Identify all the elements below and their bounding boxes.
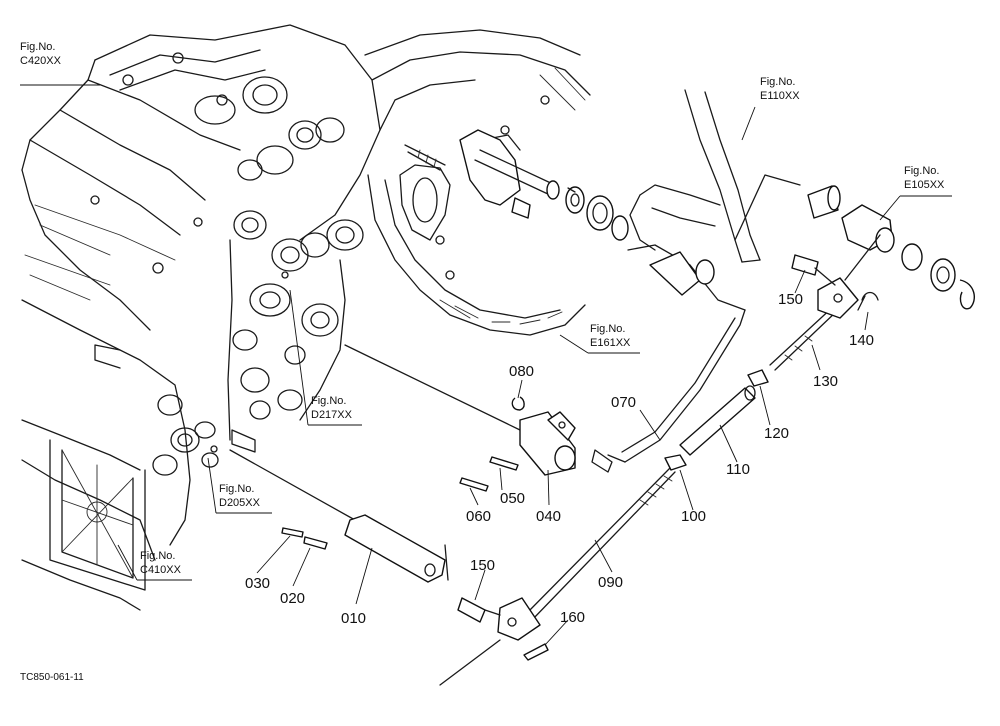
figure-reference-e105: Fig.No. E105XX (904, 165, 945, 191)
fig-ref-label: Fig.No. (219, 483, 254, 495)
flange-housing-art (364, 29, 591, 336)
leader-lines (20, 84, 952, 646)
shaft-assembly (404, 129, 629, 241)
fig-ref-label: Fig.No. (904, 165, 939, 177)
part-label-010: 010 (341, 610, 366, 627)
figure-reference-e110: Fig.No. E110XX (760, 76, 800, 102)
part-label-100: 100 (681, 508, 706, 525)
figure-reference-c420: Fig.No. C420XX (20, 41, 62, 67)
part-label-150-lower: 150 (470, 557, 495, 574)
part-040-lever (344, 344, 576, 492)
part-label-140: 140 (849, 332, 874, 349)
fig-ref-code: D217XX (311, 409, 353, 421)
pedal-frame-art (629, 89, 801, 263)
diagram-code: TC850-061-11 (20, 672, 84, 683)
part-070-bent-rod (591, 244, 746, 473)
fig-ref-label: Fig.No. (20, 41, 55, 53)
part-label-060: 060 (466, 508, 491, 525)
part-label-110: 110 (726, 461, 750, 478)
part-label-030: 030 (245, 575, 270, 592)
fig-ref-code: C420XX (20, 55, 62, 67)
part-label-160: 160 (560, 609, 585, 626)
fig-ref-code: E105XX (904, 179, 945, 191)
figure-reference-d217: Fig.No. D217XX (311, 395, 353, 421)
part-100-110 (664, 385, 756, 471)
fig-ref-label: Fig.No. (140, 550, 175, 562)
part-label-090: 090 (598, 574, 623, 591)
right-bushings (807, 185, 976, 310)
fig-ref-code: C410XX (140, 564, 182, 576)
part-number-labels: 010 020 030 040 050 060 070 080 090 100 … (245, 291, 874, 627)
figure-reference-d205: Fig.No. D205XX (219, 483, 261, 509)
part-label-040: 040 (536, 508, 561, 525)
fig-ref-code: D205XX (219, 497, 261, 509)
figure-reference-e161: Fig.No. E161XX (590, 323, 631, 349)
fig-ref-code: E161XX (590, 337, 631, 349)
part-label-120: 120 (764, 425, 789, 442)
part-090-rod (439, 467, 676, 686)
part-label-020: 020 (280, 590, 305, 607)
part-label-050: 050 (500, 490, 525, 507)
part-label-080: 080 (509, 363, 534, 380)
figure-reference-c410: Fig.No. C410XX (140, 550, 182, 576)
part-label-130: 130 (813, 373, 838, 390)
fig-ref-label: Fig.No. (590, 323, 625, 335)
part-label-070: 070 (611, 394, 636, 411)
part-label-150-upper: 150 (778, 291, 803, 308)
fig-ref-label: Fig.No. (311, 395, 346, 407)
fig-ref-label: Fig.No. (760, 76, 795, 88)
part-010-lever (229, 449, 449, 583)
fig-ref-code: E110XX (760, 90, 800, 102)
transmission-housing-art (21, 24, 381, 611)
part-120-130 (747, 234, 881, 387)
